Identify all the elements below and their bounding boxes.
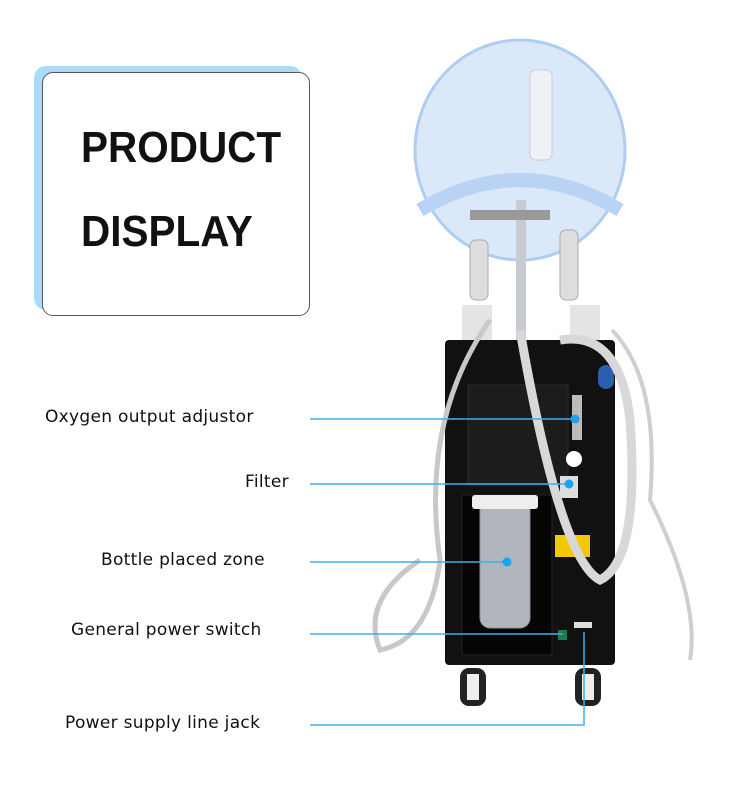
callout-label-power-jack: Power supply line jack xyxy=(65,713,261,733)
callout-dot-filter xyxy=(564,479,574,489)
title-box: PRODUCT DISPLAY xyxy=(42,72,310,316)
callout-label-bottle-zone: Bottle placed zone xyxy=(101,550,265,570)
callout-line-jack xyxy=(310,632,585,726)
callout-dot-oxygen xyxy=(570,414,580,424)
callout-label-oxygen-adjustor: Oxygen output adjustor xyxy=(45,407,254,427)
title-line-2: DISPLAY xyxy=(81,207,253,256)
callout-label-power-switch: General power switch xyxy=(71,620,262,640)
callout-lines xyxy=(310,418,585,726)
callout-dot-bottle xyxy=(502,557,512,567)
callout-label-filter: Filter xyxy=(245,472,289,492)
title-line-1: PRODUCT xyxy=(81,123,282,172)
